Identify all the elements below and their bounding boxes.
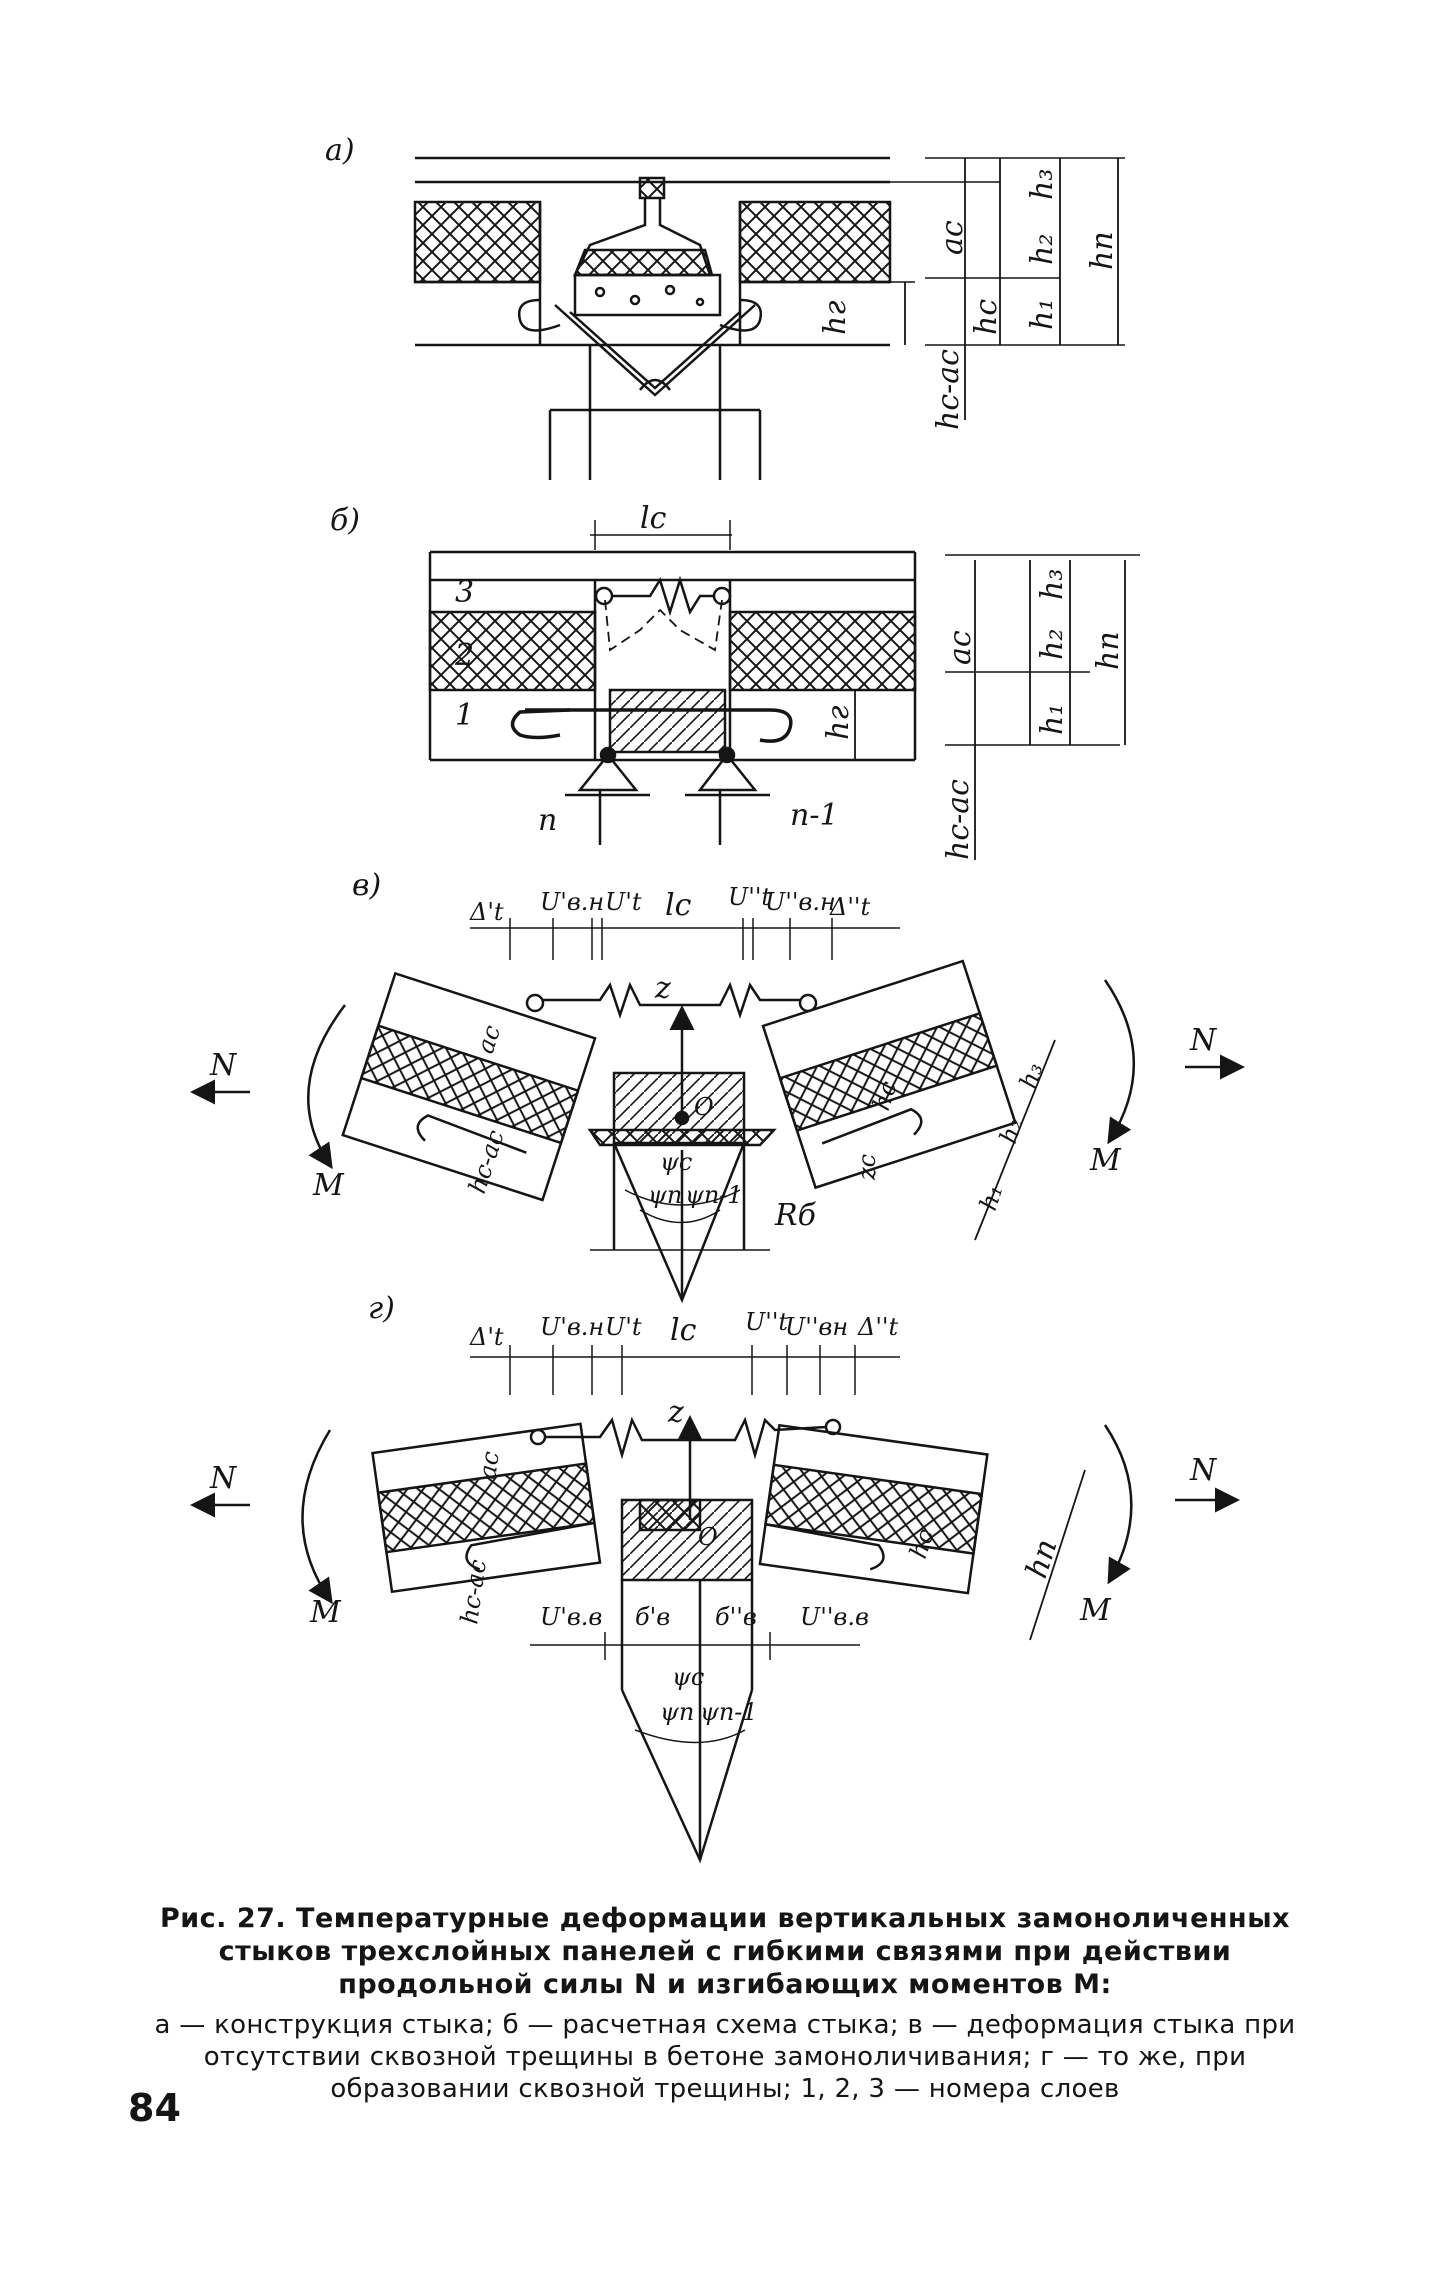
dim-h1: h₁ [1025, 299, 1060, 330]
panel-b [428, 520, 1140, 860]
d-N-right: N [1189, 1453, 1218, 1488]
d-M-right: M [1079, 1593, 1112, 1628]
panel-c-letter: в) [352, 868, 381, 903]
c-side-h1: h₁ [974, 1181, 1008, 1214]
d-z: z [667, 1395, 684, 1430]
dim-hc: hс [969, 299, 1004, 335]
dim-lc: lс [640, 501, 667, 536]
c-side-h3: h₃ [1014, 1059, 1048, 1092]
dim-hc-minus-ac: hс-aс [941, 779, 976, 860]
dim-hn: hп [1091, 631, 1126, 670]
dim-h3: h₃ [1035, 569, 1070, 600]
c-O: O [694, 1093, 714, 1121]
c-N-right: N [1189, 1023, 1218, 1058]
d-top-6: U''вн [785, 1313, 848, 1341]
dim-hn: hп [1085, 231, 1120, 270]
d-psi-c: ψс [672, 1663, 704, 1691]
panel-a-letter: а) [325, 133, 355, 168]
caption-legend: а — конструкция стыка; б — расчетная схе… [154, 2010, 1296, 2104]
c-top-3: U't [605, 888, 642, 916]
c-top-7: Δ''t [829, 893, 871, 921]
d-M-left: M [309, 1595, 342, 1630]
dim-hr: hг [818, 301, 853, 335]
dim-h2: h₂ [1035, 629, 1070, 660]
d-top-7: Δ''t [857, 1313, 899, 1341]
dim-hr: hг [821, 706, 856, 740]
d-psi-n1: ψп-1 [700, 1698, 758, 1726]
c-ac: aс [471, 1022, 506, 1057]
c-zc: zс [853, 1154, 881, 1181]
figure-27: а) aс hс h₁ h₂ h₃ hп hг hс-aс б) lс 3 2 … [190, 133, 1245, 1864]
d-top-3: U't [605, 1313, 642, 1341]
dim-h1: h₁ [1035, 704, 1070, 735]
c-top-6: U''в.н [765, 888, 836, 916]
d-bottom-2: б'в [635, 1603, 670, 1631]
c-R: Rб [774, 1198, 817, 1233]
d-N-left: N [209, 1461, 238, 1496]
panel-c [190, 918, 1245, 1304]
c-M-left: M [312, 1168, 345, 1203]
d-ac: aс [473, 1449, 505, 1480]
dim-ac: aс [943, 630, 978, 665]
panel-d-letter: г) [368, 1291, 395, 1326]
c-N-left: N [209, 1048, 238, 1083]
d-hc-ac: hс-aс [455, 1558, 492, 1626]
dim-h3: h₃ [1025, 169, 1060, 200]
c-M-right: M [1089, 1143, 1122, 1178]
labels: а) aс hс h₁ h₂ h₃ hп hг hс-aс б) lс 3 2 … [209, 133, 1218, 1726]
c-psi-n: ψп [648, 1181, 682, 1209]
dim-h2: h₂ [1025, 234, 1060, 265]
page-number: 84 [128, 2086, 181, 2130]
d-psi-n: ψп [660, 1698, 694, 1726]
dim-hc-minus-ac: hс-aс [931, 349, 966, 430]
figure-caption: Рис. 27. Температурные деформации вертик… [150, 1902, 1300, 2105]
support-n-1: п-1 [790, 798, 839, 833]
d-bottom-3: б''в [715, 1603, 757, 1631]
c-top-2: U'в.н [540, 888, 604, 916]
caption-title: Рис. 27. Температурные деформации вертик… [159, 1903, 1291, 2000]
panel-b-letter: б) [330, 503, 360, 538]
c-psi-c: ψс [660, 1148, 692, 1176]
c-top-5: U''t [728, 883, 771, 911]
layer-2: 2 [454, 638, 474, 673]
dim-ac: aс [935, 220, 970, 255]
d-top-2: U'в.н [540, 1313, 604, 1341]
d-top-1: Δ't [469, 1323, 504, 1351]
d-top-4: lс [670, 1313, 697, 1348]
layer-1: 1 [455, 698, 474, 733]
d-hn: hп [1019, 1535, 1064, 1583]
d-bottom-4: U''в.в [800, 1603, 869, 1631]
panel-d [190, 1345, 1240, 1864]
panel-a [413, 156, 1125, 480]
layer-3: 3 [455, 575, 474, 610]
d-bottom-1: U'в.в [540, 1603, 602, 1631]
c-psi-n1: ψп-1 [685, 1181, 743, 1209]
support-n: п [538, 803, 557, 838]
c-z: z [654, 971, 671, 1006]
c-top-1: Δ't [469, 898, 504, 926]
d-O: O [698, 1523, 718, 1551]
d-top-5: U''t [745, 1308, 788, 1336]
c-top-4: lс [665, 888, 692, 923]
